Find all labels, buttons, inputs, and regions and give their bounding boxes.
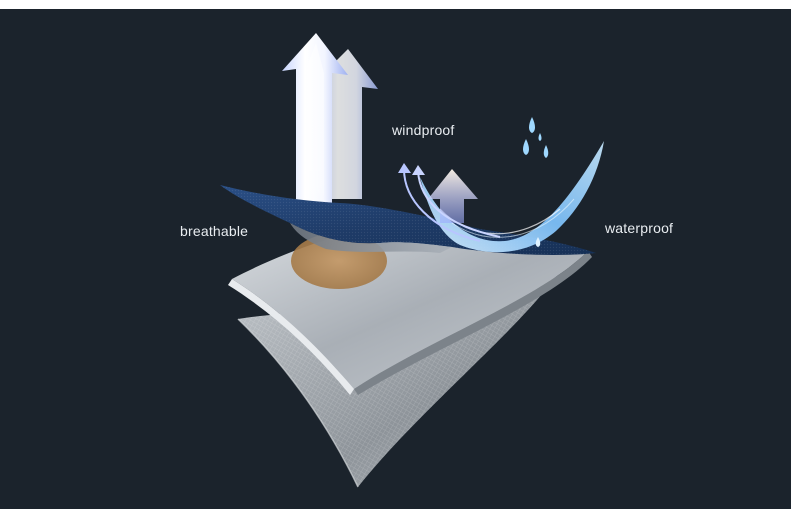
water-drops-icon [523, 117, 549, 247]
fabric-layers-illustration [220, 33, 604, 488]
breathable-arrows-icon [282, 33, 378, 224]
wind-arrows-icon [398, 163, 501, 242]
breathable-label: breathable [180, 223, 249, 239]
waterproof-label: waterproof [605, 220, 674, 236]
fabric-layers-diagram: windproof breathable waterproof [0, 9, 791, 509]
windproof-label: windproof [392, 122, 455, 138]
